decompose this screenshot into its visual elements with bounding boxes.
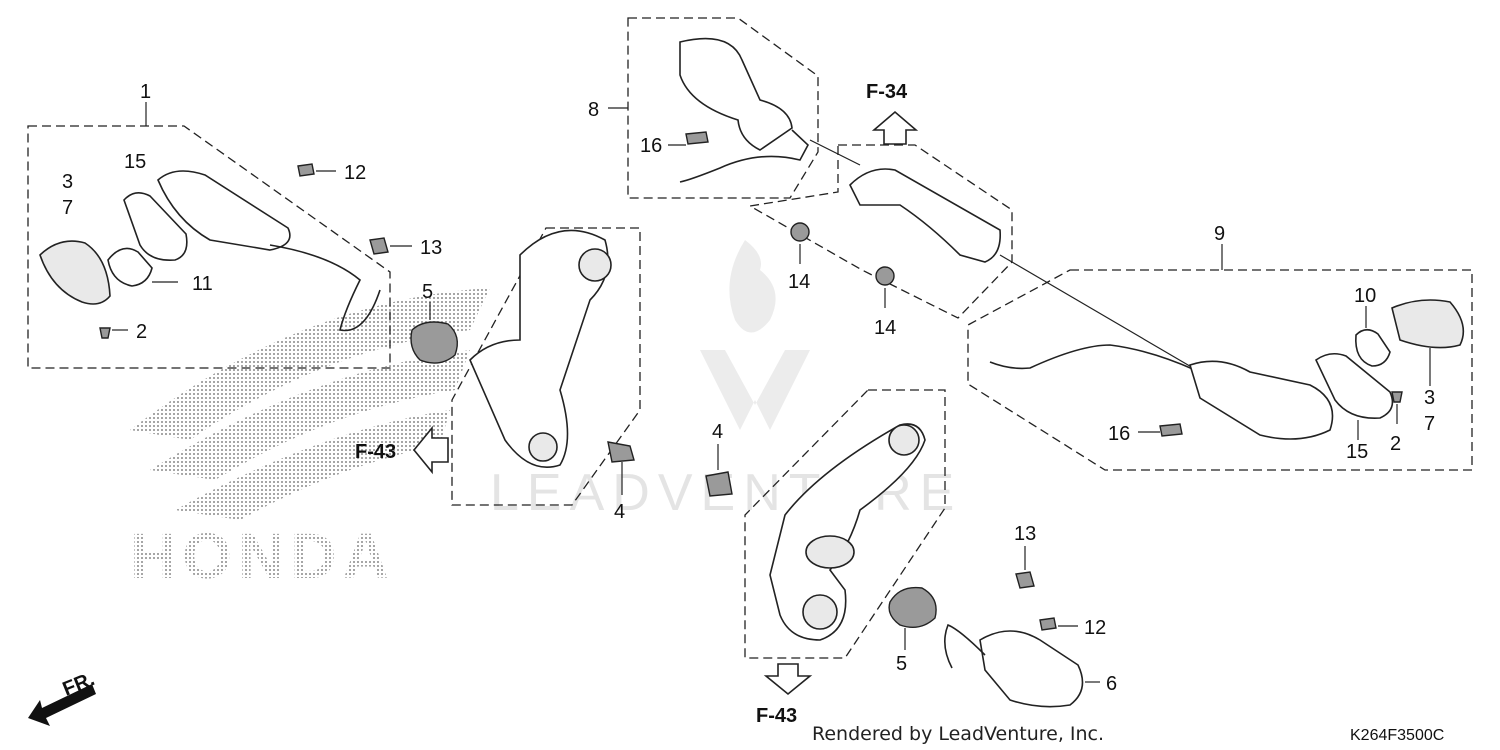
left-housing xyxy=(157,170,291,251)
grommet-5-left xyxy=(410,321,458,364)
callout-3-left: 3 xyxy=(62,171,73,193)
left-bracket-hole-bottom xyxy=(528,432,558,462)
screw-2-left xyxy=(99,327,111,339)
callout-12-top: 12 xyxy=(344,162,366,184)
callout-14-right: 14 xyxy=(874,317,896,339)
nut-14-right xyxy=(875,266,895,286)
callout-12-bottom: 12 xyxy=(1084,617,1106,639)
ref-f43-down: F-43 xyxy=(756,705,797,727)
callout-4-left: 4 xyxy=(614,501,625,523)
callouts: 1 2 3 7 15 11 12 13 5 4 4 8 16 14 14 9 1… xyxy=(62,81,1435,695)
bolt-12-bottom xyxy=(1039,617,1057,631)
left-wire xyxy=(269,244,381,332)
callout-5-right: 5 xyxy=(896,653,907,675)
left-bracket-outline xyxy=(451,227,641,506)
bolt-16-right xyxy=(1159,423,1183,437)
bolt-16-top xyxy=(685,131,709,145)
callout-1: 1 xyxy=(140,81,151,103)
right-bracket-outline xyxy=(744,389,946,659)
callout-11: 11 xyxy=(192,273,213,295)
callout-16-top: 16 xyxy=(640,135,662,157)
bolt-4-center xyxy=(705,471,733,497)
lower-wire xyxy=(944,623,986,669)
callout-2-right: 2 xyxy=(1390,433,1401,455)
callout-2-left: 2 xyxy=(136,321,147,343)
right-bracket-hole-top xyxy=(888,424,920,456)
connector-line-right xyxy=(999,254,1201,373)
diagram-code: K264F3500C xyxy=(1350,727,1444,744)
left-bulb xyxy=(107,247,153,287)
bolt-4-left xyxy=(607,441,635,463)
group-8-outline xyxy=(627,17,819,199)
ref-f43-left: F-43 xyxy=(355,441,396,463)
right-housing xyxy=(1189,360,1334,440)
group-1-outline xyxy=(27,125,391,369)
right-bracket-hole-mid xyxy=(805,535,855,569)
callout-15-left: 15 xyxy=(124,151,146,173)
honda-wing-logo: HONDA xyxy=(130,288,490,592)
bolt-12-top xyxy=(297,163,315,177)
callout-16-right: 16 xyxy=(1108,423,1130,445)
clip-13-top xyxy=(369,237,389,255)
callout-5-left: 5 xyxy=(422,281,433,303)
nut-14-left xyxy=(790,222,810,242)
right-bracket-hole-bottom xyxy=(802,594,838,630)
callout-6: 6 xyxy=(1106,673,1117,695)
callout-4-center: 4 xyxy=(712,421,723,443)
callout-8: 8 xyxy=(588,99,599,121)
right-bracket xyxy=(769,423,926,641)
left-bracket xyxy=(469,229,609,469)
right-wire xyxy=(989,344,1196,371)
top-wire xyxy=(679,129,809,183)
left-bracket-hole-top xyxy=(578,248,612,282)
ref-f34: F-34 xyxy=(866,81,908,103)
left-gasket xyxy=(123,192,188,262)
fr-arrow-icon xyxy=(28,684,96,726)
arrow-f43-down xyxy=(763,663,813,696)
arrow-f43-left xyxy=(412,425,449,475)
callout-15-right: 15 xyxy=(1346,441,1368,463)
grommet-5-right xyxy=(888,586,937,628)
honda-wordmark: HONDA xyxy=(130,520,395,592)
callout-7-left: 7 xyxy=(62,197,73,219)
connector-line-top xyxy=(809,139,861,166)
callout-13-bottom: 13 xyxy=(1014,523,1036,545)
footer-credit: Rendered by LeadVenture, Inc. xyxy=(812,723,1104,745)
callout-10: 10 xyxy=(1354,285,1376,307)
center-bracket-outline xyxy=(748,144,1013,319)
callout-14-left: 14 xyxy=(788,271,810,293)
top-housing xyxy=(679,37,793,151)
left-lens xyxy=(39,240,111,305)
clip-13-bottom xyxy=(1015,571,1035,589)
right-lens xyxy=(1391,299,1465,349)
callout-7-right: 7 xyxy=(1424,413,1435,435)
right-gasket xyxy=(1314,352,1394,419)
screw-2-right xyxy=(1391,391,1403,403)
group-9-outline xyxy=(967,269,1473,471)
center-bracket xyxy=(849,168,1002,263)
lower-turn-signal xyxy=(979,630,1084,708)
callout-9: 9 xyxy=(1214,223,1225,245)
arrow-f34 xyxy=(871,110,919,145)
callout-3-right: 3 xyxy=(1424,387,1435,409)
callout-13-top: 13 xyxy=(420,237,442,259)
right-bulb xyxy=(1355,328,1391,367)
